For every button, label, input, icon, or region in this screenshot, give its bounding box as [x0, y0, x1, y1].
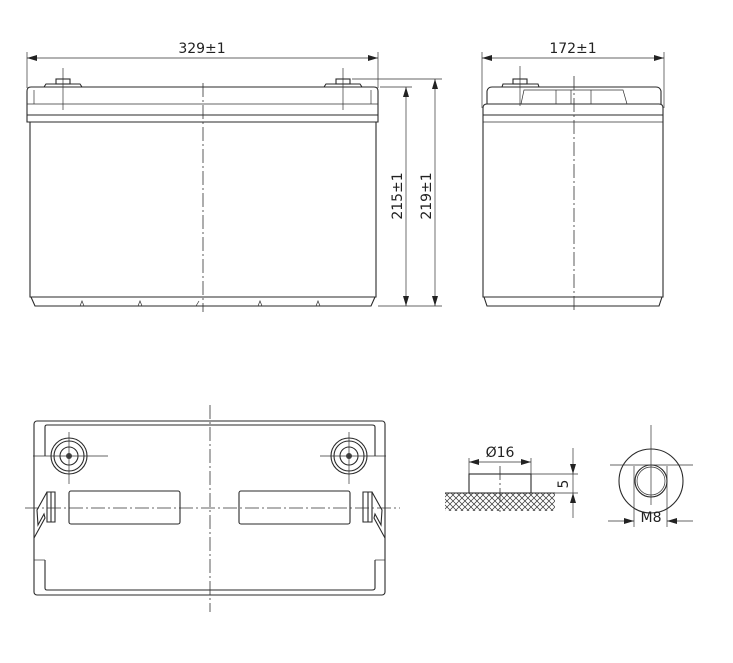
handle-slot — [68, 490, 181, 525]
top-view — [25, 405, 400, 612]
side-view: 172±1 — [481, 41, 665, 312]
width-dimension-label: 329±1 — [178, 41, 225, 57]
lid-height-label: 215±1 — [390, 172, 406, 219]
total-height-label: 219±1 — [419, 172, 435, 219]
front-view: 329±1 215±1 219±1 — [26, 41, 442, 312]
depth-dimension-label: 172±1 — [549, 41, 596, 57]
diameter-label: Ø16 — [486, 445, 515, 461]
terminal-icon — [323, 68, 363, 110]
terminal-icon — [33, 432, 108, 484]
height-label: 5 — [556, 480, 572, 489]
thread-label: M8 — [641, 510, 662, 526]
terminal-icon — [43, 68, 83, 110]
terminal-height-detail: Ø16 5 — [445, 445, 578, 518]
terminal-thread-detail: M8 — [608, 425, 693, 527]
handle-slot — [238, 490, 351, 525]
terminal-icon — [320, 432, 386, 484]
